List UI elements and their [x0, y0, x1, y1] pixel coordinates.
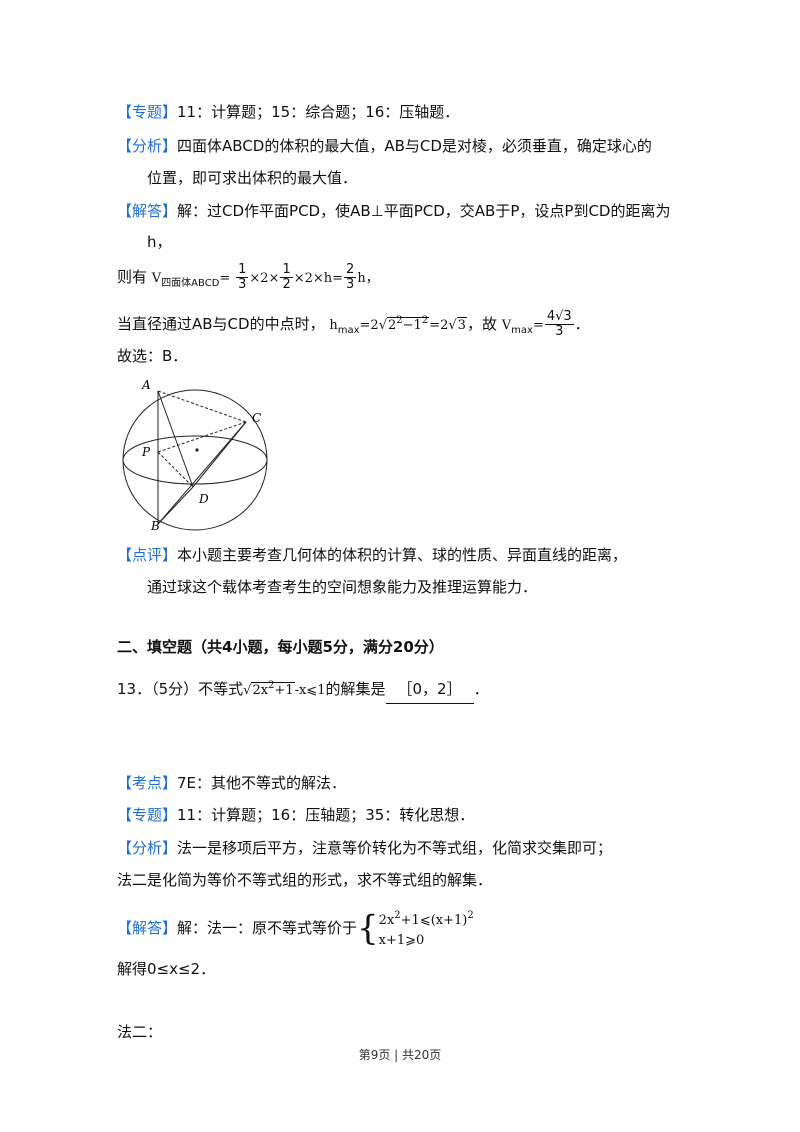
inequality-system: 2x2+1⩽(x+1)2 x+1⩾0 [379, 906, 474, 951]
q13-radical-sign: √ [243, 683, 252, 698]
faer-line: 法二： [117, 1022, 162, 1042]
max-v: V [501, 318, 512, 333]
edge-ac [157, 390, 247, 423]
zhuanti-tag-2: 【专题】 [117, 806, 178, 824]
section-heading: 二、填空题（共4小题，每小题5分，满分20分） [117, 637, 444, 657]
max-gu: ，故 [466, 315, 497, 333]
dianping-line-1: 【点评】本小题主要考查几何体的体积的计算、球的性质、异面直线的距离， [117, 545, 627, 565]
label-p: P [141, 445, 151, 459]
max-h: h [329, 318, 338, 333]
fenxi-text-s2: 法一是移项后平方，注意等价转化为不等式组，化简求交集即可； [177, 839, 613, 857]
zhuanti-line-2: 【专题】11：计算题；16：压轴题；35：转化思想． [117, 805, 474, 825]
zhuanti-text-2: 11：计算题；16：压轴题；35：转化思想． [177, 806, 475, 824]
max-formula: 当直径通过AB与CD的中点时， hmax=2√22−12=2√3，故 Vmax=… [117, 305, 590, 347]
volume-sub: 四面体ABCD [161, 278, 220, 289]
zhuanti-text: 11：计算题；15：综合题；16：压轴题． [177, 103, 460, 121]
jieda-line-1: 【解答】解：过CD作平面PCD，使AB⊥平面PCD，交AB于P，设点P到CD的距… [117, 201, 670, 221]
q13-radicand: 2x2+1 [251, 680, 295, 698]
jieda-text-cont: h， [147, 233, 172, 251]
dianping-tag: 【点评】 [117, 546, 178, 564]
max-eq: =2 [359, 318, 379, 333]
jiede-line: 解得0≤x≤2． [117, 959, 215, 979]
sphere-center-dot [195, 448, 199, 452]
q13-mid: 的解集是 [325, 680, 386, 698]
page-footer: 第9页 | 共20页 [358, 1048, 442, 1062]
jiede-text: 解得0≤x≤2． [117, 960, 216, 978]
fenxi-tag-2: 【分析】 [117, 839, 178, 857]
left-brace: { [357, 908, 379, 949]
q13-prefix: 13．（5分）不等式 [117, 680, 244, 698]
max-end: ． [574, 315, 590, 333]
jieda-tag: 【解答】 [117, 202, 178, 220]
kaodian-line: 【考点】7E：其他不等式的解法． [117, 773, 346, 793]
max-sub2: max [511, 325, 533, 336]
max-sub1: max [337, 325, 360, 336]
q13-expr-after: -x⩽1 [294, 683, 326, 698]
kaodian-tag: 【考点】 [117, 774, 178, 792]
q13-answer-blank: ［0，2］ [385, 675, 474, 704]
faer-text: 法二： [117, 1023, 163, 1041]
sphere-equator [122, 435, 268, 485]
fenxi-text: 四面体ABCD的体积的最大值，AB与CD是对棱，必须垂直，确定球心的 [177, 137, 652, 155]
volume-v: V [151, 271, 162, 286]
question-13: 13．（5分）不等式√2x2+1-x⩽1的解集是［0，2］． [117, 672, 489, 705]
guxuan-text: 故选：B． [117, 347, 188, 365]
zhuanti-line-1: 【专题】11：计算题；15：综合题；16：压轴题． [117, 102, 459, 122]
edge-bc [157, 421, 247, 525]
label-b: B [150, 519, 160, 532]
system-line-2: x+1⩾0 [378, 933, 425, 948]
label-a: A [141, 378, 151, 392]
max-prefix: 当直径通过AB与CD的中点时， [117, 315, 325, 333]
fenxi-line-s2-2: 法二是化简为等价不等式组的形式，求不等式组的解集． [117, 870, 492, 890]
jieda-tag-2: 【解答】 [117, 919, 178, 937]
fenxi-line-1: 【分析】四面体ABCD的体积的最大值，AB与CD是对棱，必须垂直，确定球心的 [117, 136, 652, 156]
volume-prefix: 则有 [117, 268, 148, 286]
sphere-outline [122, 389, 268, 531]
jieda-text-s2: 解：法一：原不等式等价于 [177, 919, 358, 937]
edge-bd [157, 486, 194, 525]
fenxi-tag: 【分析】 [117, 137, 178, 155]
edge-pd [157, 451, 194, 488]
q13-end: ． [473, 680, 489, 698]
fenxi-text-s2-cont: 法二是化简为等价不等式组的形式，求不等式组的解集． [117, 871, 493, 889]
zhuanti-tag: 【专题】 [117, 103, 178, 121]
volume-eq: = [219, 271, 231, 286]
dianping-text-cont: 通过球这个载体考查考生的空间想象能力及推理运算能力． [147, 578, 538, 596]
max-eq3: = [532, 318, 544, 333]
dianping-line-2: 通过球这个载体考查考生的空间想象能力及推理运算能力． [147, 577, 537, 597]
radicand-2: 3 [456, 317, 467, 333]
edge-ad [157, 390, 194, 488]
max-eq2: =2 [429, 318, 449, 333]
radical-sign-2: √ [448, 318, 457, 333]
volume-mid2: ×2×h= [293, 271, 344, 286]
radical-sign: √ [378, 318, 387, 333]
radicand: 22−12 [387, 315, 430, 333]
kaodian-text: 7E：其他不等式的解法． [177, 774, 347, 792]
volume-end: h， [357, 271, 379, 286]
label-d: D [198, 492, 209, 506]
fenxi-line-s2-1: 【分析】法一是移项后平方，注意等价转化为不等式组，化简求交集即可； [117, 838, 612, 858]
label-c: C [252, 411, 261, 425]
dianping-text: 本小题主要考查几何体的体积的计算、球的性质、异面直线的距离， [177, 546, 628, 564]
section-heading-text: 二、填空题（共4小题，每小题5分，满分20分） [117, 638, 444, 656]
guxuan-line: 故选：B． [117, 346, 187, 366]
edge-pc [157, 421, 247, 453]
volume-mid1: ×2× [249, 271, 280, 286]
jieda-line-2: h， [147, 232, 172, 252]
sphere-tetrahedron-figure: A B C D P [122, 378, 268, 532]
fenxi-line-2: 位置，即可求出体积的最大值． [147, 168, 357, 188]
jieda-text: 解：过CD作平面PCD，使AB⊥平面PCD，交AB于P，设点P到CD的距离为 [177, 202, 671, 220]
jieda-line-s2: 【解答】解：法一：原不等式等价于{2x2+1⩽(x+1)2 x+1⩾0 [117, 906, 474, 951]
fenxi-text-cont: 位置，即可求出体积的最大值． [147, 169, 358, 187]
system-line-1: 2x2+1⩽(x+1)2 [378, 910, 474, 928]
